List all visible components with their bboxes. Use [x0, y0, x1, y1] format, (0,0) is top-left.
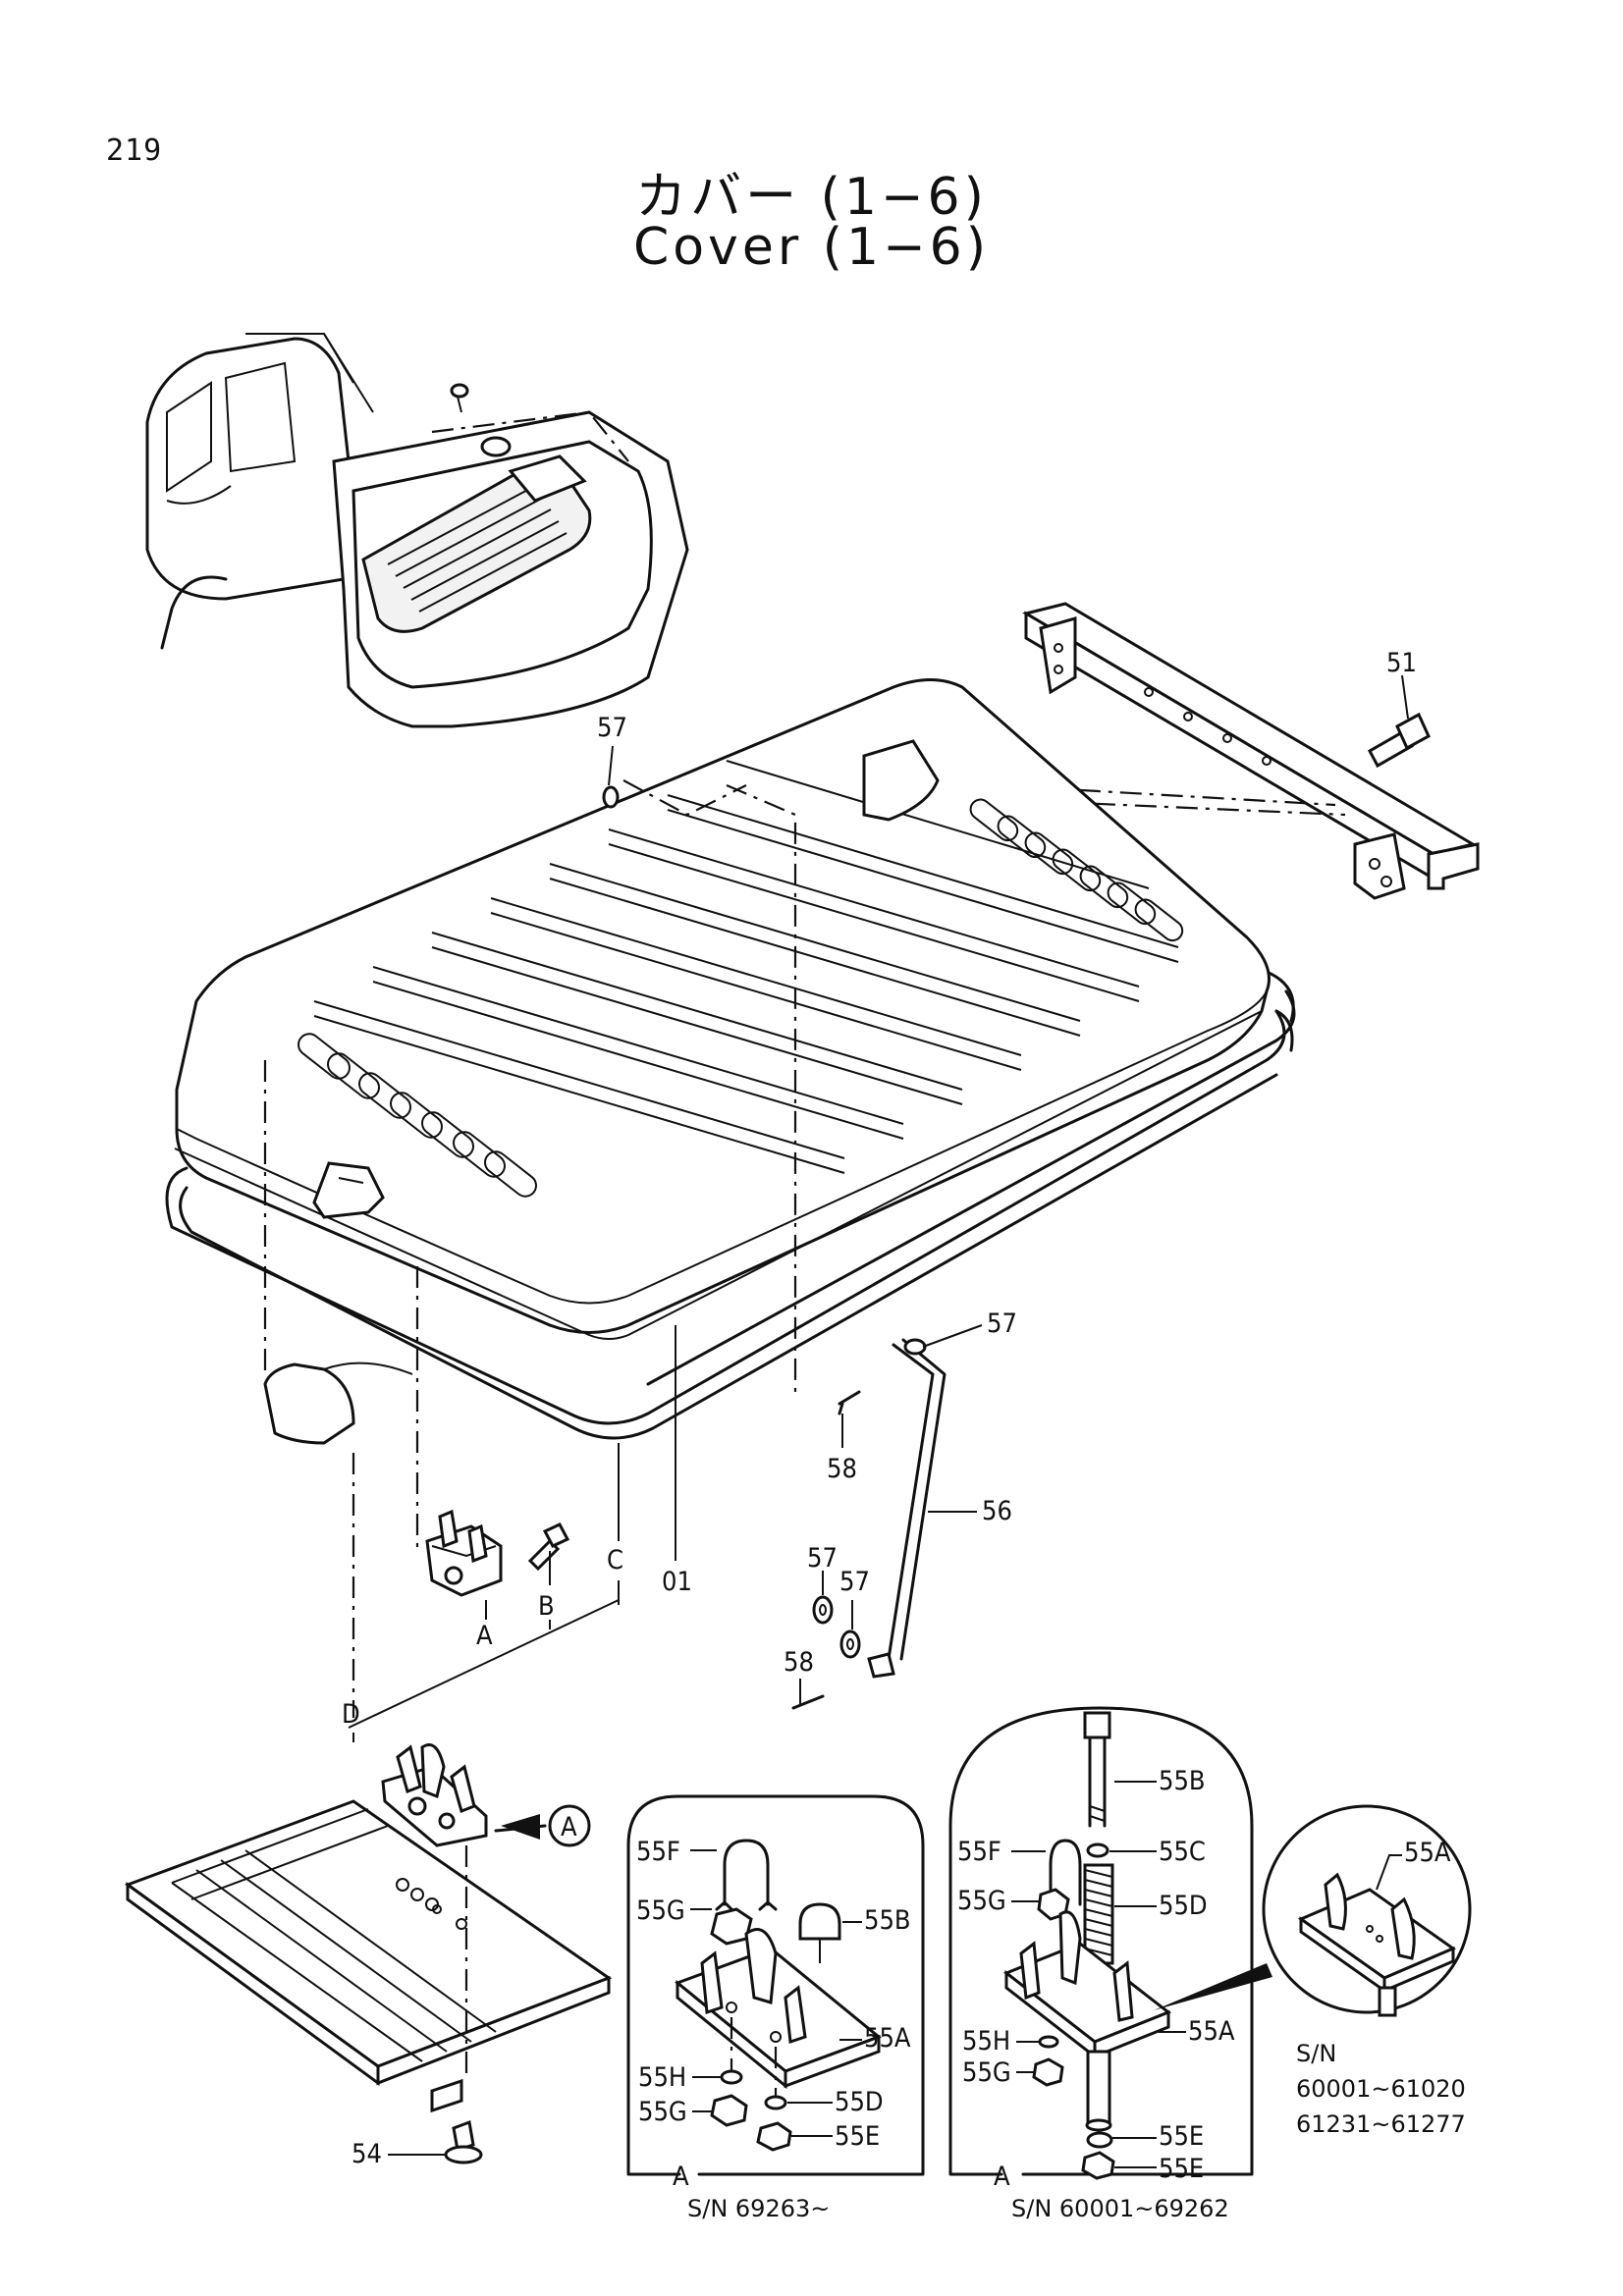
bolt-B — [527, 1522, 570, 1572]
washer-57-lower-b — [839, 1629, 861, 1659]
callout-left-55D: 55D — [835, 2087, 884, 2117]
callout-58-lower: 58 — [784, 1647, 814, 1678]
callout-B: B — [538, 1591, 555, 1622]
pin-58-lower — [791, 1694, 825, 1710]
floor-panel — [124, 1799, 613, 2113]
callout-right-55H: 55H — [962, 2026, 1010, 2056]
callout-left-55G-bottom: 55G — [638, 2097, 687, 2127]
air-duct — [263, 1362, 355, 1445]
callout-right-55G-bottom: 55G — [962, 2057, 1011, 2088]
callout-right-55A: 55A — [1188, 2016, 1235, 2047]
detail-marker-A — [548, 1804, 591, 1847]
bolt-54 — [444, 2119, 483, 2164]
detail-frame-right — [948, 1706, 1254, 2180]
callout-54: 54 — [352, 2139, 382, 2169]
callout-56: 56 — [982, 1496, 1012, 1526]
circle-sn-range-2: 61231~61277 — [1296, 2110, 1466, 2138]
callout-right-55D: 55D — [1159, 1891, 1208, 1921]
detail-circle — [1262, 1804, 1472, 2017]
view-label-right: A — [994, 2162, 1010, 2192]
callout-right-55C: 55C — [1159, 1837, 1206, 1867]
callout-57-lower-a: 57 — [807, 1543, 838, 1574]
callout-58-upper: 58 — [827, 1454, 857, 1484]
detail-pointer — [1154, 1963, 1272, 2010]
callout-57-right: 57 — [987, 1308, 1017, 1339]
seal-ring-upper — [160, 575, 1296, 1386]
callout-right-55E-top: 55E — [1159, 2121, 1204, 2152]
callout-left-55A: 55A — [864, 2023, 911, 2054]
washer-57-lower-a — [812, 1595, 834, 1625]
page-number: 219 — [106, 133, 163, 168]
page-title-japanese: カバー (1−6) — [635, 168, 988, 227]
bolt-51 — [1367, 712, 1431, 769]
callout-circle-55A: 55A — [1404, 1838, 1451, 1868]
serial-right: S/N 60001~69262 — [1011, 2195, 1229, 2222]
callout-57-lower-b: 57 — [839, 1567, 870, 1597]
callout-57-top: 57 — [597, 713, 627, 743]
stay-rod-56 — [867, 1338, 947, 1679]
callout-left-55H: 55H — [638, 2062, 686, 2093]
callout-D: D — [342, 1699, 360, 1730]
callout-left-55B: 55B — [864, 1905, 911, 1936]
pin-58-upper — [838, 1390, 861, 1415]
callout-right-55G-top: 55G — [957, 1886, 1006, 1916]
callout-left-55F: 55F — [636, 1837, 680, 1867]
gasket-ring — [165, 1009, 1286, 1425]
excavator-thumbnail — [145, 333, 689, 728]
detail-frame-left — [626, 1794, 925, 2176]
serial-left: S/N 69263~ — [687, 2195, 830, 2222]
support-bracket — [1022, 602, 1480, 900]
washer-57-top — [602, 785, 620, 809]
callout-right-55B: 55B — [1159, 1766, 1206, 1796]
engine-cover — [174, 678, 1271, 1340]
circle-sn-range-1: 60001~61020 — [1296, 2075, 1466, 2103]
callout-A: A — [476, 1621, 493, 1651]
callout-left-55G-top: 55G — [636, 1896, 685, 1926]
callout-51: 51 — [1386, 648, 1417, 678]
callout-01: 01 — [662, 1567, 692, 1597]
page-title-english: Cover (1−6) — [632, 218, 991, 277]
cover-vents-right — [969, 798, 1184, 942]
view-label-left: A — [673, 2162, 689, 2192]
detail-marker-label: A — [561, 1812, 577, 1842]
circle-sn-label: S/N — [1296, 2040, 1336, 2067]
callout-right-55F: 55F — [957, 1837, 1001, 1867]
cover-vents-left — [298, 1033, 537, 1198]
lock-assembly — [425, 1509, 503, 1597]
callout-right-55E-bottom: 55E — [1159, 2154, 1204, 2184]
latch-assembly — [381, 1743, 488, 1847]
callout-C: C — [607, 1545, 623, 1575]
callout-left-55E: 55E — [835, 2121, 880, 2152]
